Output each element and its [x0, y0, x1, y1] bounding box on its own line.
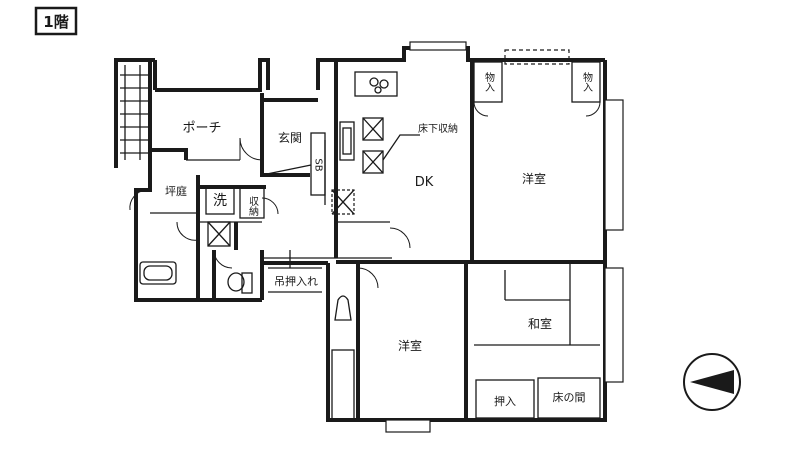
room-label-storage: 収納: [247, 196, 259, 217]
room-label-closet-right: 物入: [581, 71, 593, 92]
room-label-tokonoma: 床の間: [553, 390, 586, 404]
floor-badge-label: 1階: [43, 13, 68, 31]
floor-badge: 1階: [34, 6, 78, 36]
room-label-dk: DK: [415, 175, 434, 190]
dk-area: [331, 41, 605, 258]
hall-area: [262, 250, 392, 293]
room-label-courtyard: 坪庭: [165, 184, 187, 198]
courtyard-area: [129, 175, 198, 214]
bath-wash-block: [134, 175, 279, 302]
room-label-wash: 洗: [213, 193, 227, 209]
room-label-closet-left: 物入: [483, 71, 495, 92]
room-label-porch: ポーチ: [182, 121, 221, 136]
north-arrow-icon: [683, 353, 741, 411]
japanese-room-area: [466, 262, 624, 422]
room-label-western-room-east: 洋室: [522, 171, 546, 186]
room-label-entrance: 玄関: [278, 130, 302, 145]
room-label-hanging-closet: 吊押入れ: [274, 274, 318, 288]
western-room-south-area: [326, 262, 468, 433]
room-label-oshiire: 押入: [494, 394, 516, 408]
room-label-shoe-box: SB: [313, 158, 324, 171]
room-label-western-room-south: 洋室: [398, 338, 422, 353]
entrance-area: [260, 58, 336, 205]
room-label-japanese-room: 和室: [528, 316, 552, 331]
western-room-east-area: [473, 49, 624, 262]
room-label-underfloor-storage: 床下収納: [418, 122, 458, 135]
porch-area: [148, 58, 270, 175]
exterior-stairs: [114, 58, 157, 175]
